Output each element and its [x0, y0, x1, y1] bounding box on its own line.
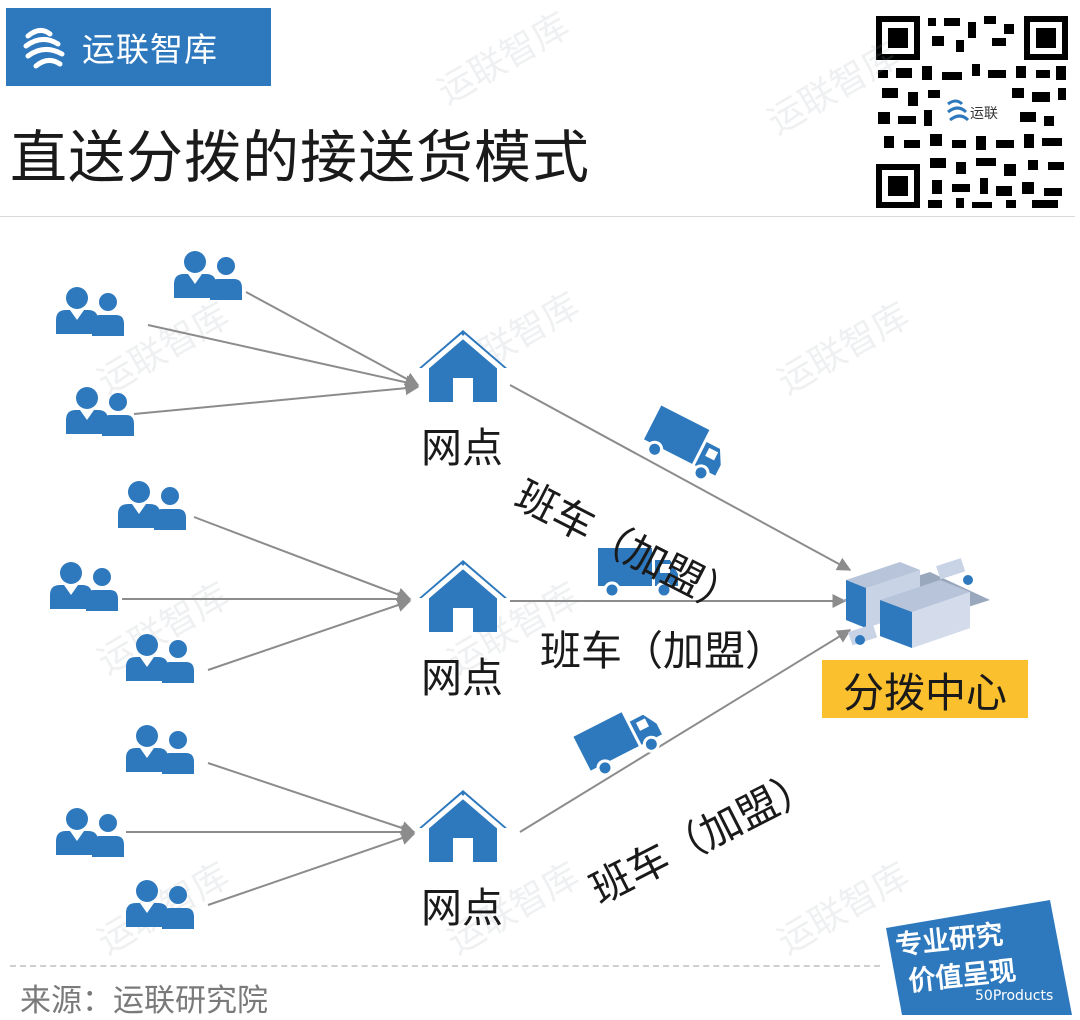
route-arrow [509, 384, 852, 571]
slogan-badge [886, 900, 1072, 1015]
footer-divider [10, 965, 880, 967]
source-note: 来源：运联研究院 [20, 983, 268, 1019]
customer-arrow [207, 831, 416, 906]
route-arrow [519, 629, 852, 833]
customer-arrow [207, 762, 416, 835]
outlet-label: 网点 [421, 424, 503, 472]
truck-icon [571, 698, 669, 782]
customer-people-icon [174, 251, 242, 300]
route-label: 班车（加盟） [540, 627, 786, 675]
outlet-house-icon [419, 560, 507, 632]
qr-code: 运联 [872, 12, 1072, 212]
customer-people-icon [126, 880, 194, 929]
distribution-center-icon [842, 558, 990, 648]
brand-name: 运联智库 [82, 30, 218, 69]
customer-people-icon [126, 725, 194, 774]
customer-people-icon [56, 808, 124, 857]
truck-icon [637, 403, 735, 487]
hub-label-box: 分拨中心 [822, 660, 1028, 718]
outlet-label: 网点 [421, 654, 503, 702]
customer-people-icon [126, 634, 194, 683]
customer-people-icon [66, 387, 134, 436]
brand-swirl-icon [23, 28, 65, 69]
qr-center-label: 运联 [970, 106, 998, 122]
badge-footer: 50Products [975, 988, 1054, 1004]
customer-people-icon [118, 481, 186, 530]
page-title: 直送分拨的接送货模式 [10, 125, 590, 191]
customer-people-icon [50, 562, 118, 611]
customer-arrow [207, 598, 412, 671]
hub-label: 分拨中心 [843, 669, 1007, 717]
outlet-label: 网点 [421, 884, 503, 932]
customer-arrow [193, 516, 412, 602]
outlet-house-icon [419, 790, 507, 862]
brand-logo: 运联智库 [6, 8, 271, 86]
outlet-house-icon [419, 330, 507, 402]
header-divider [0, 216, 1075, 217]
customer-people-icon [56, 287, 124, 336]
customer-arrow [133, 381, 420, 415]
customer-arrow [147, 324, 420, 390]
customer-arrow [245, 291, 420, 386]
